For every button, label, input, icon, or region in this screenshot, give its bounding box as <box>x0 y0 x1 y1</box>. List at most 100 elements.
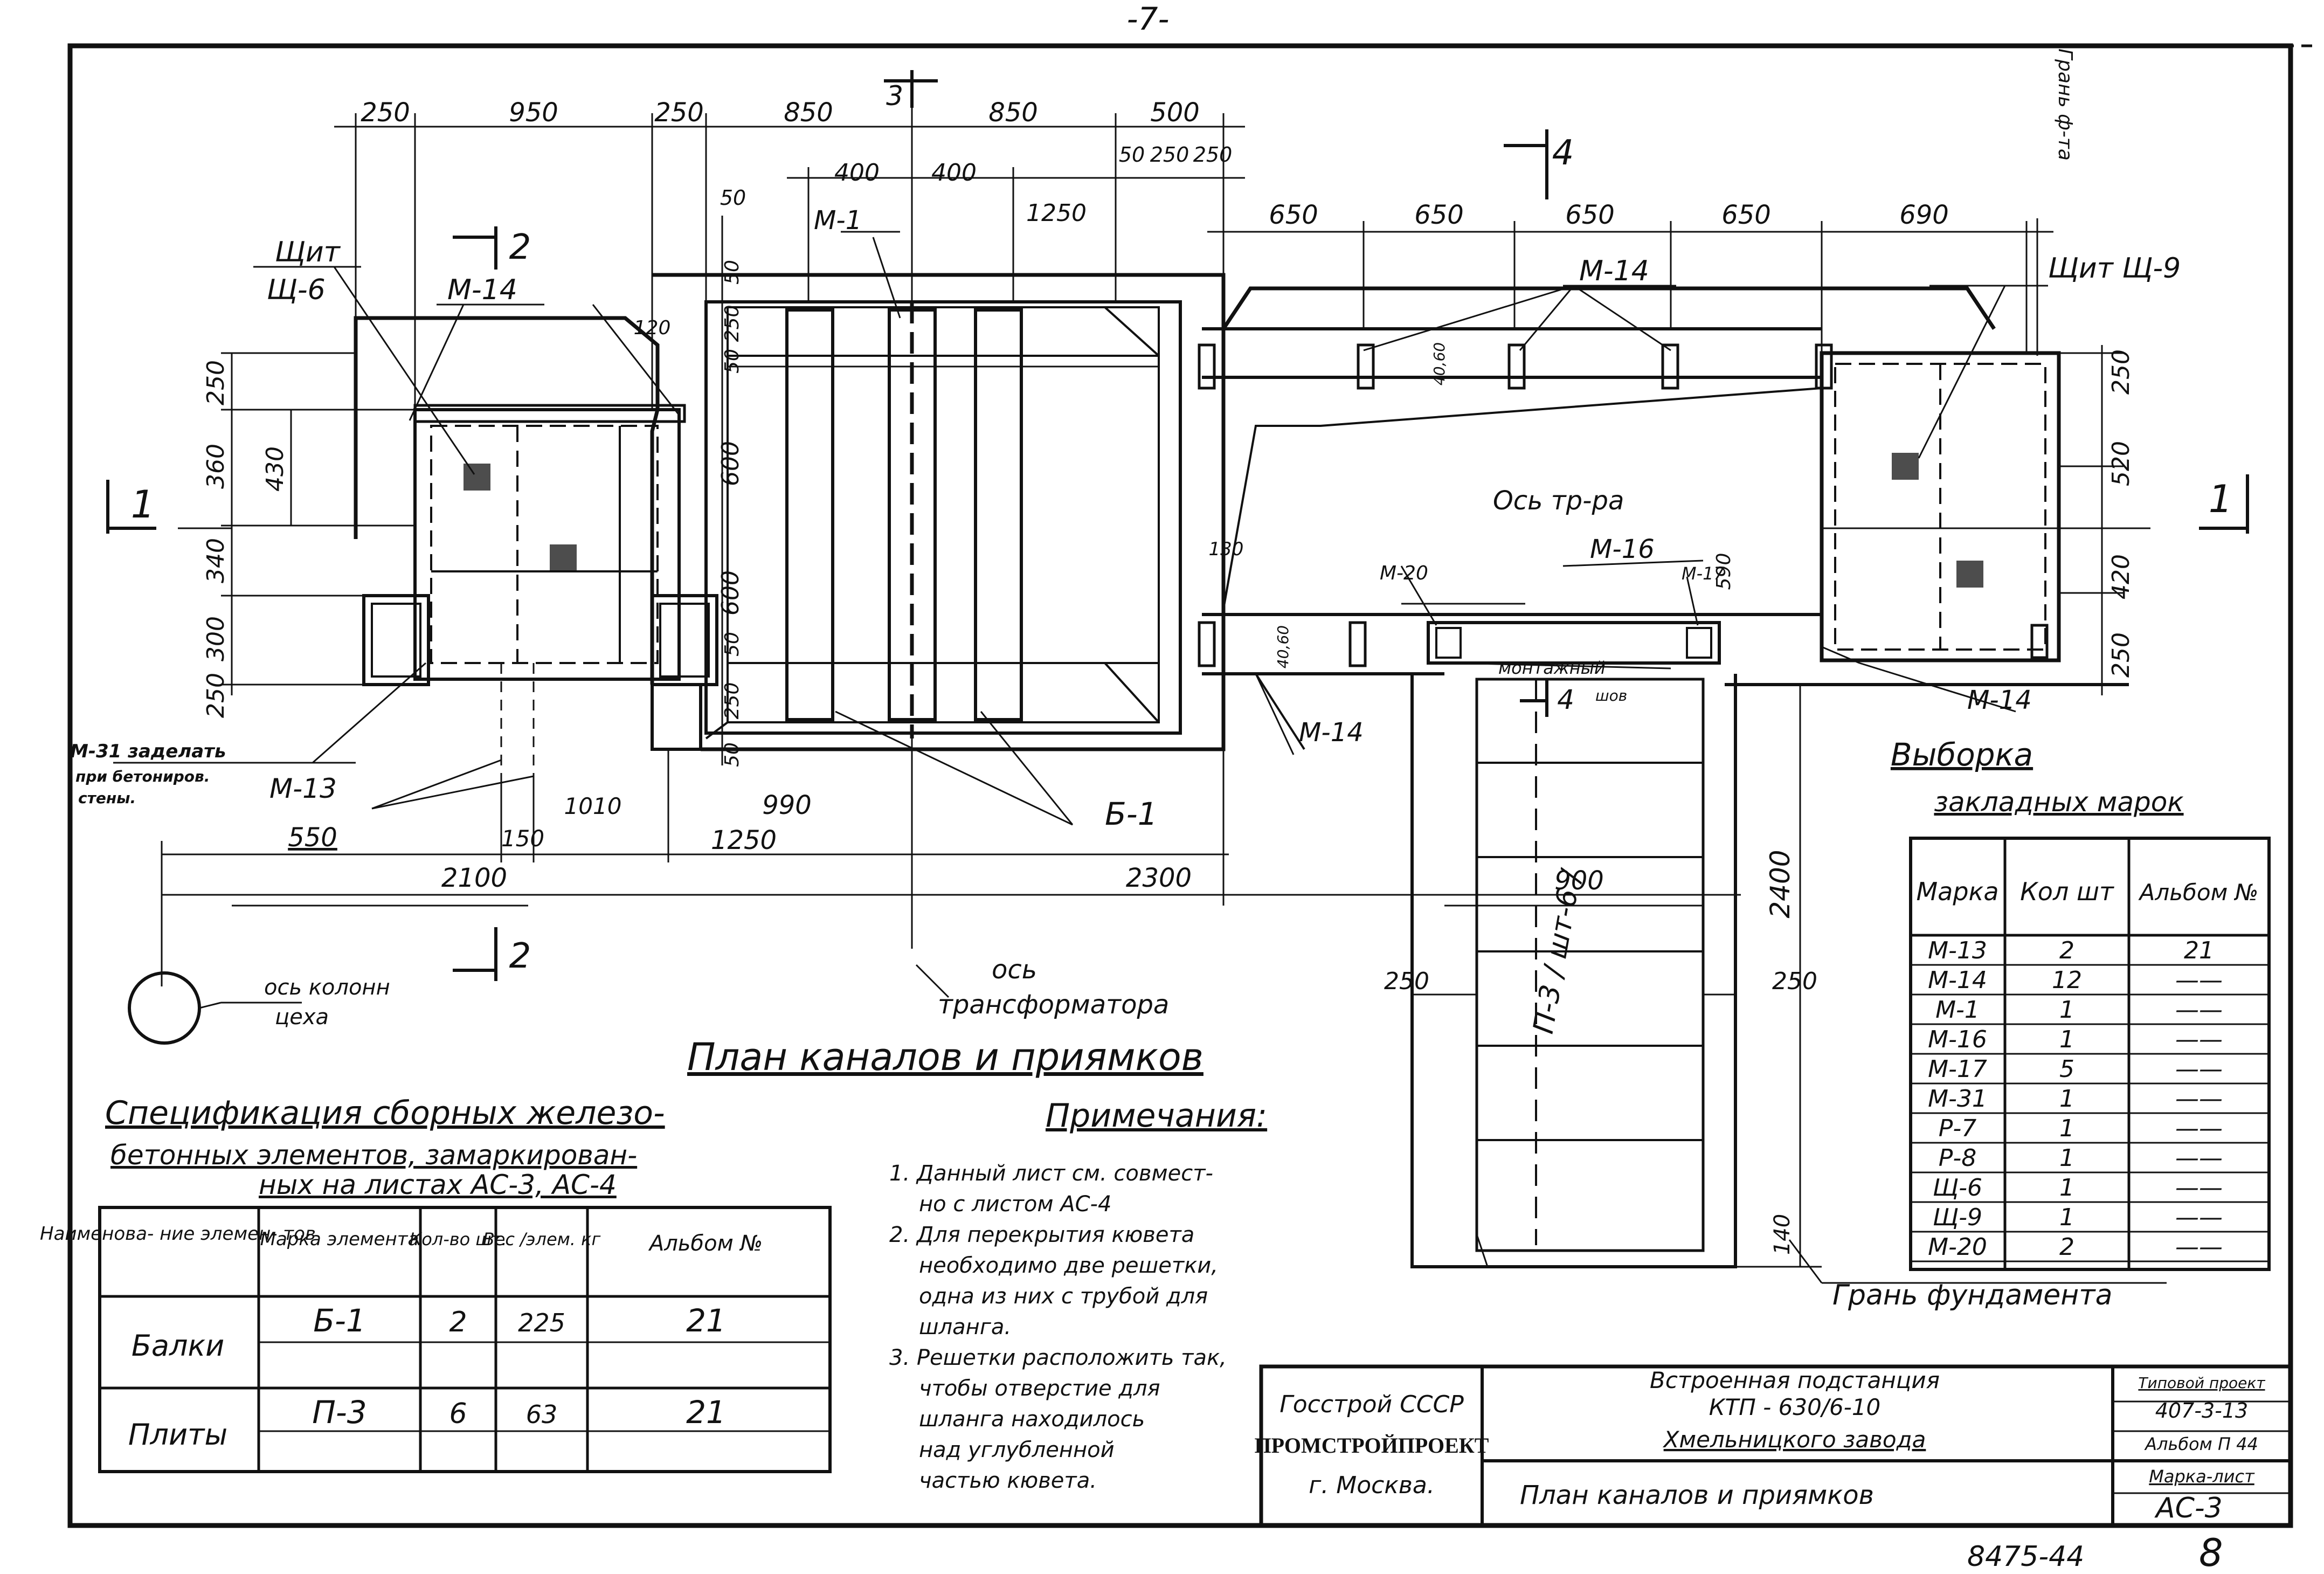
section-1-left: 1 <box>131 482 155 527</box>
selection-header-qty: Кол шт <box>2020 877 2114 906</box>
dim-top-3: 250 <box>654 98 704 128</box>
section-mark-labels: 1 1 2 2 3 4 4 <box>131 80 2233 976</box>
selection-cell-album: —— <box>2175 996 2223 1024</box>
dim-mid-1: 50 <box>721 260 743 285</box>
selection-cell-album: —— <box>2175 1204 2223 1231</box>
label-b1: Б-1 <box>1105 796 1158 832</box>
dim-small-3: 590 <box>1713 553 1735 590</box>
selection-cell-album: —— <box>2175 967 2223 994</box>
selection-cell-qty: 2 <box>2059 1233 2074 1261</box>
spec-title-3: ных на листах АС-3, АС-4 <box>259 1169 617 1200</box>
note-line: одна из них с трубой для <box>919 1284 1208 1309</box>
slab-pit <box>1410 621 1737 1268</box>
dim-mid-2: 250 <box>721 305 743 342</box>
dimension-text: 250 950 250 850 850 500 400 400 1250 50 … <box>202 98 2135 1255</box>
dim-right-5: 690 <box>1899 200 1949 230</box>
section-1-right: 1 <box>2209 477 2233 521</box>
dim-top-5: 850 <box>988 98 1038 128</box>
spec-row2-weight: 63 <box>526 1400 558 1429</box>
section-marks <box>106 70 2249 981</box>
selection-cell-qty: 12 <box>2052 967 2082 994</box>
dim-sub-5: 250 <box>1150 143 1189 167</box>
selection-cell-album: —— <box>2175 1055 2223 1083</box>
spec-block: Спецификация сборных железо- бетонных эл… <box>40 1094 832 1473</box>
dim-bot-6: 2100 <box>441 863 507 893</box>
spec-row2-mark: П-3 <box>312 1394 366 1431</box>
label-m14-b: М-14 <box>1579 255 1649 287</box>
selection-cell-qty: 2 <box>2059 937 2074 964</box>
spec-row1-qty: 2 <box>449 1306 467 1338</box>
leader-lines <box>113 218 2167 1284</box>
stamp-sheet-title: План каналов и приямков <box>1520 1480 1874 1510</box>
label-m31-3: стены. <box>78 789 136 807</box>
label-axis-trans-2: трансформатора <box>938 990 1169 1020</box>
selection-cell-qty: 1 <box>2059 1115 2074 1142</box>
label-mount-2: шов <box>1595 687 1627 705</box>
dim-small-1: 120 <box>634 317 671 339</box>
dim-right-2: 650 <box>1414 200 1464 230</box>
notes-title: Примечания: <box>1046 1097 1267 1135</box>
stamp-org-2: ПРОМСТРОЙПРОЕКТ <box>1255 1433 1489 1458</box>
selection-cell-qty: 1 <box>2059 996 2074 1024</box>
dim-sub-6: 250 <box>1193 143 1233 167</box>
dim-bot-5: 1250 <box>711 825 777 855</box>
dim-r-vert-2: 520 <box>2107 441 2135 486</box>
label-shield-right: Щит Щ-9 <box>2048 252 2181 285</box>
dim-mid-5: 600 <box>717 570 744 616</box>
dim-top-4: 850 <box>784 98 833 128</box>
label-m14-c: М-14 <box>1967 685 2032 715</box>
dim-pit-2: 250 <box>1384 968 1429 995</box>
selection-cell-mark: М-16 <box>1928 1026 1987 1053</box>
label-m16: М-16 <box>1590 534 1655 564</box>
label-axis-trans-1: ось <box>992 955 1037 985</box>
dim-small-5: 40,60 <box>1274 625 1292 668</box>
spec-header-album: Альбом № <box>648 1231 763 1256</box>
stamp-project-code: 407-3-13 <box>2155 1399 2248 1423</box>
selection-cell-qty: 1 <box>2059 1144 2074 1172</box>
dim-left-5: 250 <box>202 673 230 718</box>
label-m20: М-20 <box>1380 562 1428 584</box>
dim-left-4: 300 <box>202 616 230 661</box>
dim-r-vert-1: 250 <box>2107 349 2135 395</box>
spec-row2-album: 21 <box>686 1394 726 1431</box>
label-m14-a: М-14 <box>447 274 517 306</box>
selection-cell-album: —— <box>2175 1144 2223 1172</box>
dim-sub-3: 1250 <box>1026 199 1087 227</box>
dim-right-4: 650 <box>1721 200 1771 230</box>
spec-title-1: Спецификация сборных железо- <box>105 1094 665 1132</box>
dim-sub-2: 400 <box>931 159 977 187</box>
spec-header-mark: Марка элемента <box>260 1228 419 1250</box>
selection-title-1: Выборка <box>1891 736 2033 773</box>
stamp-typical: Типовой проект <box>2138 1374 2265 1392</box>
selection-cell-mark: М-31 <box>1928 1085 1987 1113</box>
stamp-mark-sheet: Марка-лист <box>2149 1466 2255 1487</box>
selection-cell-mark: М-1 <box>1935 996 1980 1024</box>
label-m17: М-17 <box>1682 563 1725 584</box>
note-line: чтобы отверстие для <box>919 1376 1160 1401</box>
dimension-lines <box>161 75 2150 1268</box>
selection-cell-mark: Щ-9 <box>1933 1204 1982 1231</box>
stamp-sheet-code: АС-3 <box>2154 1492 2223 1524</box>
label-m1: М-1 <box>814 205 862 236</box>
note-line: 3. Решетки расположить так, <box>889 1345 1227 1370</box>
section-4-bottom: 4 <box>1557 684 1574 715</box>
selection-cell-mark: М-20 <box>1928 1233 1987 1261</box>
dim-left-3: 340 <box>202 538 230 583</box>
dim-sub-1: 400 <box>834 159 880 187</box>
selection-cell-qty: 1 <box>2059 1204 2074 1231</box>
dim-sub-4: 50 <box>1119 143 1145 167</box>
selection-header-album: Альбом № <box>2138 879 2259 906</box>
spec-header-qty: Кол-во шт. <box>410 1229 507 1249</box>
note-line: но с листом АС-4 <box>919 1192 1111 1217</box>
note-line: над углубленной <box>919 1438 1115 1462</box>
notes-block: Примечания: 1. Данный лист см. совмест-н… <box>889 1097 1267 1493</box>
selection-cell-mark: Щ-6 <box>1933 1174 1982 1202</box>
label-m13: М-13 <box>269 773 337 804</box>
dim-pit-3: 250 <box>1772 968 1817 995</box>
note-line: шланга. <box>919 1315 1011 1340</box>
right-channel <box>1198 286 2129 750</box>
dim-mid-6: 50 <box>721 632 743 657</box>
dim-mid-3: 50 <box>721 349 743 374</box>
stamp-project-3: Хмельницкого завода <box>1663 1426 1926 1453</box>
